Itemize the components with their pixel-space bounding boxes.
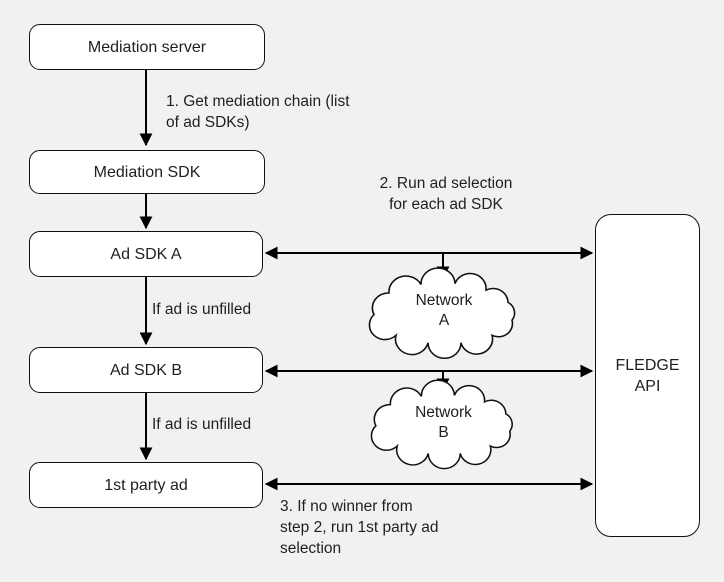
node-mediation-server: Mediation server xyxy=(29,24,265,70)
cloud-network-b xyxy=(370,379,513,470)
label-step-1-get-mediation-chain: 1. Get mediation chain (list of ad SDKs) xyxy=(166,93,350,131)
label-if-ad-unfilled-a: If ad is unfilled xyxy=(152,301,252,318)
label-step-3-first-party-selection: 3. If no winner from step 2, run 1st par… xyxy=(280,498,439,557)
cloud-label-network-b: Network B xyxy=(415,404,472,441)
cloud-network-a xyxy=(368,267,516,360)
label-step-2-run-ad-selection: 2. Run ad selection for each ad SDK xyxy=(379,175,513,213)
label-if-ad-unfilled-b: If ad is unfilled xyxy=(152,416,252,433)
node-ad-sdk-b: Ad SDK B xyxy=(29,347,263,393)
cloud-label-network-a: Network A xyxy=(415,292,473,329)
node-mediation-sdk: Mediation SDK xyxy=(29,150,265,194)
node-first-party-ad: 1st party ad xyxy=(29,462,263,508)
node-fledge-api: FLEDGE API xyxy=(595,214,700,537)
node-ad-sdk-a: Ad SDK A xyxy=(29,231,263,277)
